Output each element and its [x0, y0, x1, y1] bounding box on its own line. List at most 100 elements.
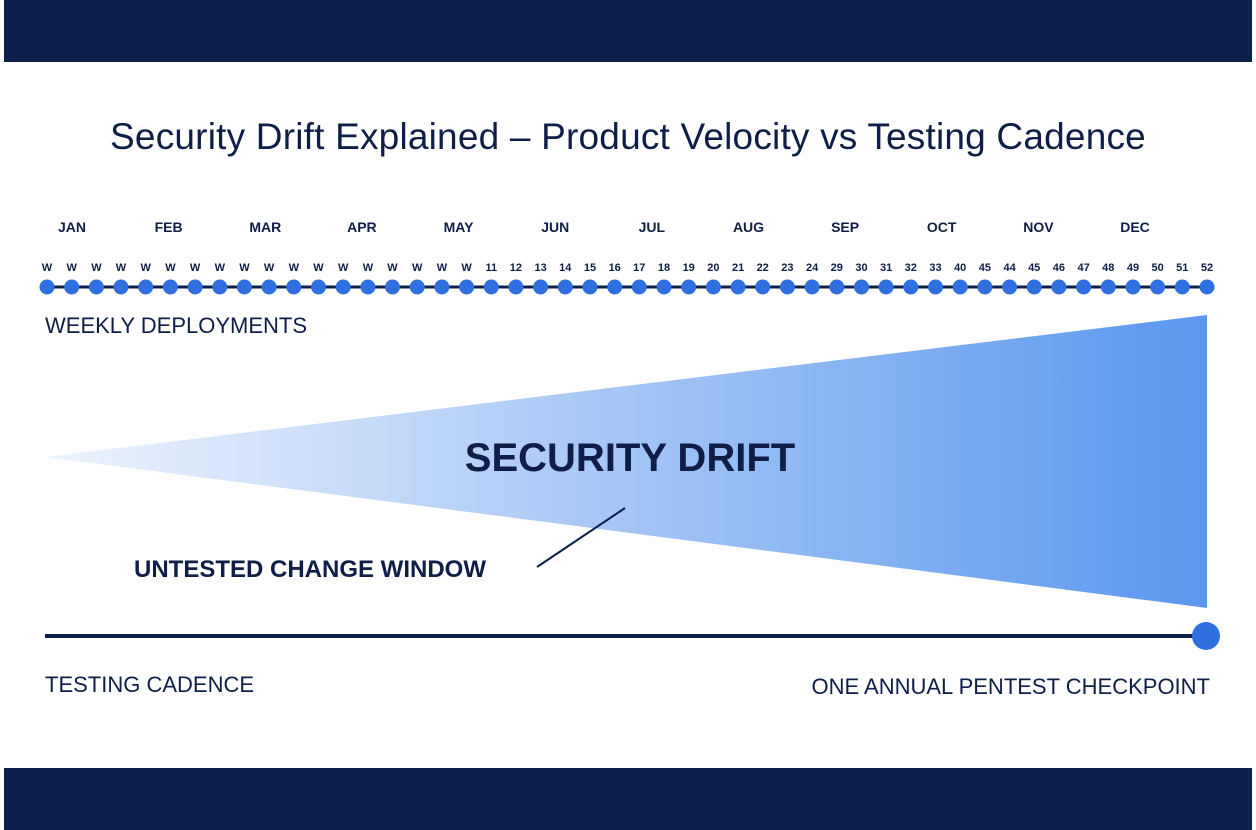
- week-label: 22: [757, 262, 769, 274]
- deployment-dot: [162, 279, 178, 295]
- week-label: 45: [1028, 262, 1040, 274]
- deployment-dot: [261, 279, 277, 295]
- week-label: 44: [1003, 262, 1016, 274]
- pentest-checkpoint-label: ONE ANNUAL PENTEST CHECKPOINT: [811, 674, 1210, 699]
- week-label: 40: [954, 262, 966, 274]
- week-label: 30: [855, 262, 867, 274]
- month-label: NOV: [1023, 219, 1054, 235]
- deployment-dot: [1100, 279, 1116, 295]
- weekly-deployments-label: WEEKLY DEPLOYMENTS: [45, 313, 307, 338]
- week-label: W: [141, 262, 152, 274]
- week-label: 48: [1102, 262, 1114, 274]
- deployment-dot: [804, 279, 820, 295]
- window-pointer-line: [536, 507, 626, 568]
- deployment-dot: [903, 279, 919, 295]
- week-label: 17: [633, 262, 645, 274]
- deployment-dot: [533, 279, 549, 295]
- month-label: MAY: [444, 219, 474, 235]
- deployment-dot: [39, 279, 55, 295]
- week-label: 16: [609, 262, 621, 274]
- week-label: W: [264, 262, 275, 274]
- week-label: W: [91, 262, 102, 274]
- week-label: 14: [559, 262, 572, 274]
- deployment-dot: [779, 279, 795, 295]
- month-label: JAN: [58, 219, 86, 235]
- deployment-dot: [557, 279, 573, 295]
- deployment-dot: [755, 279, 771, 295]
- month-label: APR: [347, 219, 377, 235]
- deployment-dot: [1199, 279, 1215, 295]
- deployment-dot: [409, 279, 425, 295]
- week-label: 12: [510, 262, 522, 274]
- deployment-dot: [1174, 279, 1190, 295]
- month-label: AUG: [733, 219, 764, 235]
- deployment-dot: [1150, 279, 1166, 295]
- deployment-dot: [113, 279, 129, 295]
- week-label: 29: [831, 262, 843, 274]
- deployment-dot: [187, 279, 203, 295]
- deployment-dot: [64, 279, 80, 295]
- deployment-dot: [730, 279, 746, 295]
- deployment-dot: [854, 279, 869, 295]
- deployment-dots: [39, 279, 1215, 295]
- week-label: 32: [905, 262, 917, 274]
- top-banner: [4, 0, 1252, 62]
- week-label: 15: [584, 262, 596, 274]
- deployment-dot: [1051, 279, 1067, 295]
- week-label: 31: [880, 262, 892, 274]
- deployment-dot: [138, 279, 154, 295]
- week-label: 23: [781, 262, 793, 274]
- deployment-dot: [1076, 279, 1092, 295]
- pentest-checkpoint-dot: [1192, 622, 1220, 650]
- week-label: 21: [732, 262, 744, 274]
- deployment-dot: [1125, 279, 1141, 295]
- week-label: 19: [683, 262, 695, 274]
- month-label: DEC: [1120, 219, 1150, 235]
- deployment-dot: [878, 279, 894, 295]
- deployment-dot: [631, 279, 647, 295]
- week-label: 18: [658, 262, 670, 274]
- deployment-dot: [607, 279, 623, 295]
- deployment-dot: [1026, 279, 1042, 295]
- page-title: Security Drift Explained – Product Veloc…: [110, 116, 1146, 157]
- week-label: W: [363, 262, 374, 274]
- deployment-dot: [705, 279, 721, 295]
- deployment-dot: [483, 279, 499, 295]
- week-label: W: [387, 262, 398, 274]
- deployment-dot: [335, 279, 351, 295]
- week-label: W: [165, 262, 176, 274]
- week-label: W: [313, 262, 324, 274]
- week-label: 47: [1077, 262, 1089, 274]
- month-label: FEB: [155, 219, 183, 235]
- deployment-dot: [928, 279, 943, 295]
- deployment-dot: [582, 279, 598, 295]
- month-label: JUN: [541, 219, 569, 235]
- week-label: 49: [1127, 262, 1139, 274]
- deployment-dot: [459, 279, 475, 295]
- week-label: W: [461, 262, 472, 274]
- week-label: 45: [979, 262, 991, 274]
- month-label: SEP: [831, 219, 859, 235]
- deployment-dot: [681, 279, 697, 295]
- deployment-dot: [385, 279, 400, 295]
- untested-window-label: UNTESTED CHANGE WINDOW: [134, 556, 486, 583]
- deployment-dot: [212, 279, 228, 295]
- deployment-dot: [508, 279, 524, 295]
- week-label: 52: [1201, 262, 1213, 274]
- deployment-dot: [236, 279, 252, 295]
- deployment-dot: [88, 279, 104, 295]
- testing-cadence-label: TESTING CADENCE: [45, 672, 254, 697]
- week-label: W: [412, 262, 423, 274]
- deployment-dot: [952, 279, 968, 295]
- week-label: W: [338, 262, 349, 274]
- month-label: JUL: [639, 219, 666, 235]
- deployment-dot: [434, 279, 450, 295]
- week-label: W: [67, 262, 78, 274]
- week-label: 24: [806, 262, 819, 274]
- deployment-dot: [829, 279, 845, 295]
- week-label: W: [116, 262, 127, 274]
- week-label: W: [190, 262, 201, 274]
- security-drift-wedge: [45, 315, 1207, 608]
